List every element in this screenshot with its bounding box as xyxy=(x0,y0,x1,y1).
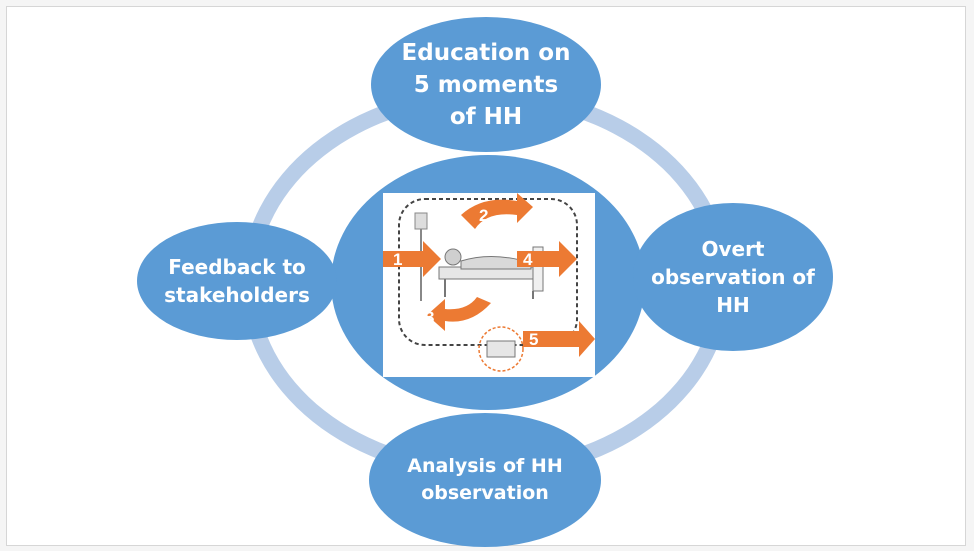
moment-3-number: 3 xyxy=(425,308,434,327)
five-moments-illustration: 1 2 3 4 5 xyxy=(383,193,595,377)
figure-frame: 1 2 3 4 5 Education on 5 moments of HH O… xyxy=(6,6,966,547)
moment-5-arrow xyxy=(523,321,595,357)
moment-5-number: 5 xyxy=(529,330,538,349)
analysis-node: Analysis of HH observation xyxy=(369,413,601,547)
education-node: Education on 5 moments of HH xyxy=(371,17,601,152)
analysis-label: Analysis of HH observation xyxy=(407,455,563,504)
feedback-label: Feedback to stakeholders xyxy=(164,255,310,307)
iv-bag xyxy=(414,212,428,230)
moment-4-number: 4 xyxy=(523,250,533,269)
moment-2-arrow xyxy=(461,193,533,229)
observation-node: Overt observation of HH xyxy=(633,203,833,351)
bed-footboard xyxy=(532,246,544,292)
moment-3-arrow xyxy=(427,297,491,331)
surroundings-zone xyxy=(478,326,524,372)
moment-2-number: 2 xyxy=(479,206,488,225)
moment-1-number: 1 xyxy=(393,250,402,269)
education-label: Education on 5 moments of HH xyxy=(401,39,571,130)
moment-4-arrow xyxy=(517,241,577,277)
moment-1-arrow xyxy=(383,241,441,277)
observation-label: Overt observation of HH xyxy=(651,237,815,317)
bedside-table xyxy=(486,340,516,358)
feedback-node: Feedback to stakeholders xyxy=(137,222,337,340)
five-moments-svg: 1 2 3 4 5 xyxy=(383,193,595,372)
patient-head xyxy=(444,248,462,266)
